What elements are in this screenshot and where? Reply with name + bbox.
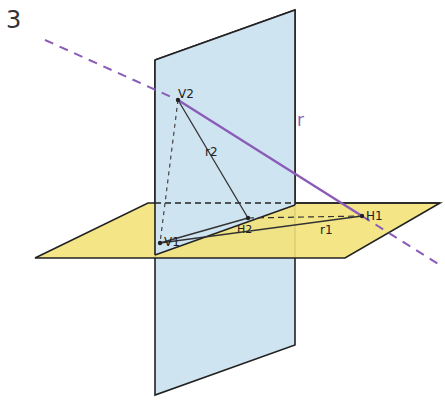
line-label: r [297,112,304,129]
vertical-plane [155,10,295,395]
line-r [178,100,362,216]
plane-edge [155,10,295,60]
hidden-edge [155,202,295,204]
projection-r1 [160,216,362,243]
projector-line [160,100,178,243]
line-label: r2 [205,146,218,158]
point [246,216,250,220]
ground-line [155,205,295,255]
plane-edge [295,202,440,204]
plane-edge [294,10,296,205]
line-r-extension [45,40,178,100]
point-label: H2 [237,224,252,235]
point [158,241,162,245]
point [360,214,364,218]
point-label: H1 [366,210,383,222]
line-r-extension [362,216,443,267]
line-label: r1 [320,224,333,236]
vertical-plane-upper [155,10,295,255]
figure-number: 3 [6,8,21,32]
point-label: V2 [178,88,194,100]
projection-r2 [178,100,248,218]
point-label: V1 [164,236,180,248]
